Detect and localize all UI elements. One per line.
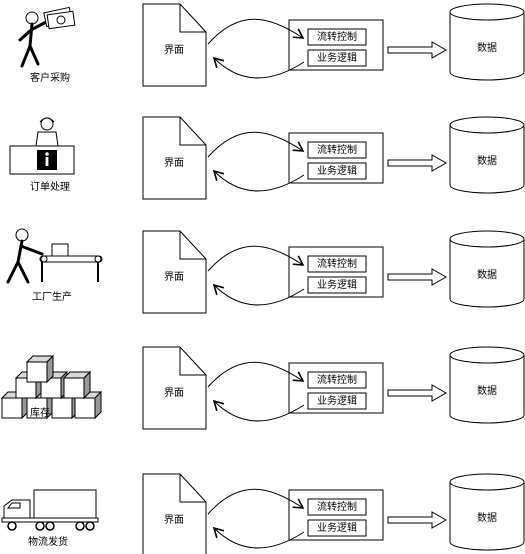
request-arrow [207,18,305,45]
response-arrow [212,283,305,306]
database-label: 数据 [477,268,497,281]
actor-label: 物流发货 [28,535,68,548]
flow-control-box [307,371,367,389]
page-document-icon [142,346,207,430]
write-data-arrow [387,511,448,529]
flow-control-label: 流转控制 [317,30,357,43]
write-data-arrow [387,384,448,402]
database-icon [449,125,525,194]
flow-control-box [307,255,367,273]
business-logic-box [307,392,367,410]
page-document-icon [142,116,207,200]
factory-worker-icon [6,228,103,284]
flow-control-label: 流转控制 [317,500,357,513]
database-icon [449,239,525,308]
database-icon [449,482,525,551]
response-arrow [212,56,305,79]
shopper-icon [18,6,76,68]
flow-control-label: 流转控制 [317,143,357,156]
page-document-icon [142,473,207,554]
flow-control-box [307,28,367,46]
business-logic-box [307,276,367,294]
actor-label: 订单处理 [30,181,70,193]
response-arrow [212,526,305,549]
flow-control-box [307,498,367,516]
database-label: 数据 [477,384,497,397]
request-arrow [207,245,305,272]
flow-control-label: 流转控制 [317,257,357,270]
write-data-arrow [387,41,448,59]
actor-label: 工厂生产 [32,290,72,303]
database-label: 数据 [477,41,497,54]
business-logic-label: 业务逻辑 [317,278,357,291]
business-logic-label: 业务逻辑 [317,51,357,64]
actor-label: 客户采购 [30,71,70,84]
page-label: 界面 [164,271,184,283]
database-label: 数据 [477,154,497,167]
database-label: 数据 [477,511,497,524]
request-arrow [207,131,305,158]
truck-icon [1,489,99,531]
write-data-arrow [387,268,448,286]
database-icon [449,355,525,424]
page-document-icon [142,3,207,87]
business-logic-label: 业务逻辑 [317,521,357,534]
response-arrow [212,169,305,192]
business-logic-label: 业务逻辑 [317,394,357,407]
page-label: 界面 [164,44,184,56]
page-document-icon [142,230,207,314]
actor-label: 库存 [30,406,50,419]
clerk-desk-icon [9,117,75,175]
page-label: 界面 [164,514,184,526]
business-logic-box [307,519,367,537]
business-logic-box [307,162,367,180]
write-data-arrow [387,154,448,172]
warehouse-boxes-icon [0,354,103,420]
business-logic-box [307,49,367,67]
database-icon [449,12,525,81]
business-logic-label: 业务逻辑 [317,164,357,177]
request-arrow [207,361,305,388]
flow-control-label: 流转控制 [317,373,357,386]
page-label: 界面 [164,387,184,399]
page-label: 界面 [164,157,184,169]
flow-control-box [307,141,367,159]
response-arrow [212,399,305,422]
request-arrow [207,488,305,515]
